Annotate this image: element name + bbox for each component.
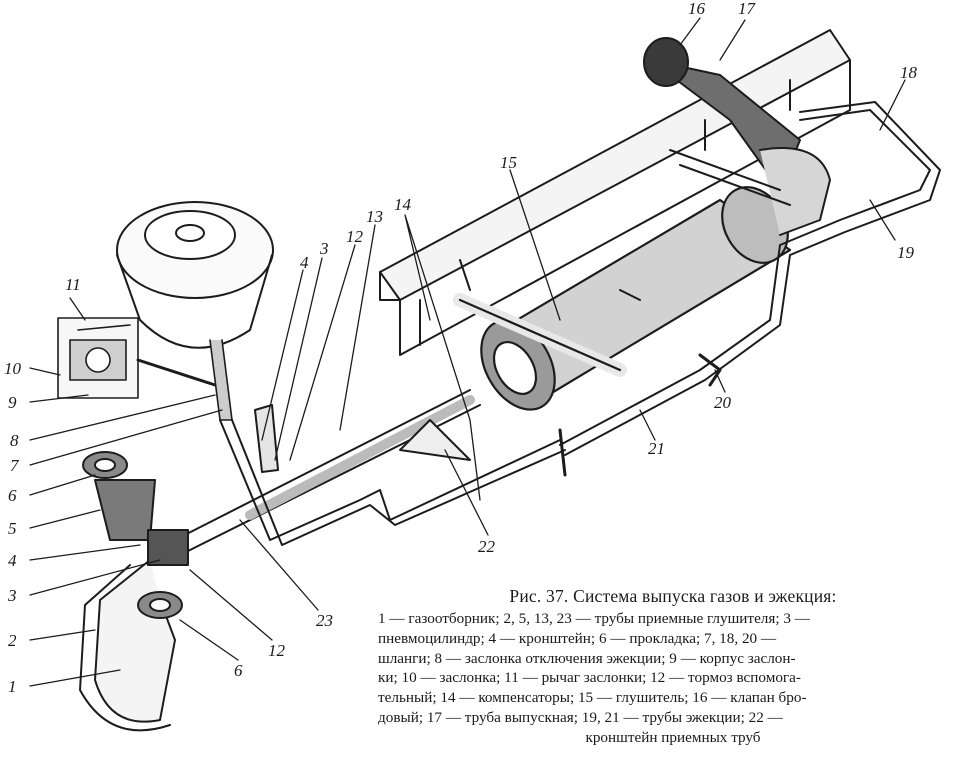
callout-17: 17 <box>738 0 757 18</box>
callout-5: 5 <box>8 519 17 538</box>
callout-6-left: 6 <box>8 486 17 505</box>
exhaust-outlet-pipe <box>643 37 831 236</box>
callout-14: 14 <box>394 195 412 214</box>
callout-1: 1 <box>8 677 17 696</box>
caption-line: 1 — газоотборник; 2, 5, 13, 23 — трубы п… <box>378 610 810 627</box>
valve-body-inset <box>57 317 233 421</box>
leader-lines <box>29 17 906 687</box>
caption-line: шланги; 8 — заслонка отключения эжекции;… <box>378 649 796 667</box>
callout-10: 10 <box>4 359 22 378</box>
callout-19: 19 <box>897 243 915 262</box>
callout-22: 22 <box>478 537 496 556</box>
caption-line: довый; 17 — труба выпускная; 19, 21 — тр… <box>378 708 783 726</box>
callout-7: 7 <box>10 456 20 475</box>
callout-6-bottom: 6 <box>234 661 243 680</box>
caption-line: кронштейн приемных труб <box>585 728 761 746</box>
callout-4-left: 4 <box>8 551 17 570</box>
caption-line: ки; 10 — заслонка; 11 — рычаг заслонки; … <box>378 669 801 687</box>
callout-20: 20 <box>714 393 732 412</box>
bracket <box>254 259 641 473</box>
callout-12-top: 12 <box>346 227 364 246</box>
caption-title: Рис. 37. Система выпуска газов и эжекция… <box>509 586 837 606</box>
intake-pipes <box>164 389 566 561</box>
callout-8: 8 <box>10 431 19 450</box>
ejection-tubes <box>558 101 941 477</box>
callout-11: 11 <box>65 275 81 294</box>
muffler <box>453 186 792 411</box>
gas-take-off <box>79 451 189 732</box>
callout-16: 16 <box>688 0 706 18</box>
figure-caption: Рис. 37. Система выпуска газов и эжекция… <box>378 586 968 748</box>
caption-line: пневмоцилиндр; 4 — кронштейн; 6 — прокла… <box>378 629 777 647</box>
callout-13: 13 <box>366 207 383 226</box>
air-filter-housing <box>116 201 274 349</box>
callout-18: 18 <box>900 63 918 82</box>
callout-3-left: 3 <box>7 586 17 605</box>
callout-2: 2 <box>8 631 17 650</box>
callout-21: 21 <box>648 439 665 458</box>
callout-15: 15 <box>500 153 517 172</box>
callout-3-top: 3 <box>319 239 329 258</box>
caption-line: тельный; 14 — компенсаторы; 15 — глушите… <box>378 689 807 707</box>
callout-12-bottom: 12 <box>268 641 286 660</box>
callout-9: 9 <box>8 393 17 412</box>
callout-4-top: 4 <box>300 253 309 272</box>
callout-labels: 16 17 18 19 15 14 13 12 3 4 11 10 9 8 7 … <box>4 0 918 696</box>
callout-23: 23 <box>316 611 333 630</box>
